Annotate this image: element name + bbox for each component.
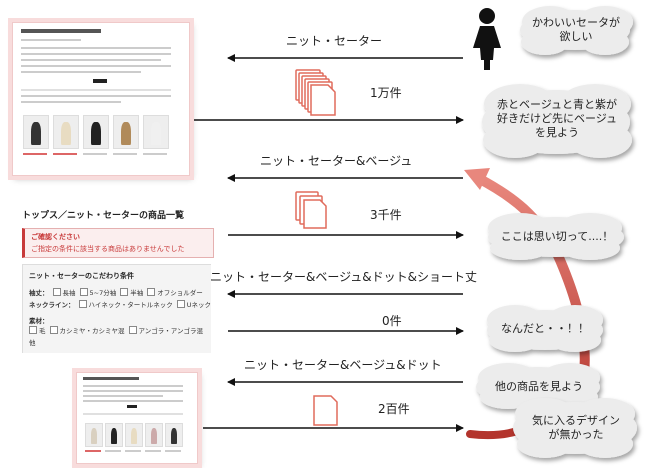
person-icon <box>473 8 501 70</box>
alert-message: ご指定の条件に該当する商品はありませんでした <box>31 245 185 253</box>
checkbox[interactable] <box>176 300 185 308</box>
search-results-screenshot-bottom <box>76 372 198 464</box>
count-label-4: 2百件 <box>378 402 410 416</box>
neck-label: ネックライン： <box>29 301 75 309</box>
thought-cloud-1 <box>520 6 633 55</box>
option-label: 長袖 <box>62 289 76 297</box>
neck-filter-row: ネックライン： ハイネック・タートルネック Uネック <box>29 299 211 309</box>
checkbox[interactable] <box>52 288 61 296</box>
material-filter-row-2: 他 <box>29 337 36 347</box>
option-label: ハイネック・タートルネック <box>88 301 173 309</box>
sleeve-filter-row: 袖丈： 長袖 5~7分袖 半袖 オフショルダー <box>29 287 203 297</box>
checkbox[interactable] <box>78 300 87 308</box>
option-label: 5~7分袖 <box>89 289 117 297</box>
query-label-2: ニット・セーター&ベージュ <box>260 154 413 168</box>
cloud-text-6: 気に入るデザインが無かった <box>532 414 620 441</box>
thought-cloud-4 <box>487 305 603 352</box>
search-results-screenshot-top <box>12 22 190 176</box>
checkbox[interactable] <box>49 326 58 334</box>
thought-cloud-3 <box>488 213 624 260</box>
cloud-text-1: かわいいセータが欲しい <box>532 16 620 43</box>
count-label-1: 1万件 <box>370 86 402 100</box>
thought-cloud-2 <box>482 84 632 158</box>
checkbox[interactable] <box>147 288 156 296</box>
material-label: 素材： <box>29 317 49 325</box>
query-label-4: ニット・セーター&ベージュ&ドット <box>244 358 442 372</box>
checkbox[interactable] <box>120 288 129 296</box>
checkbox[interactable] <box>79 288 88 296</box>
option-label: Uネック <box>186 301 212 309</box>
cloud-text-3: ここは思い切って....！ <box>500 230 614 243</box>
count-label-2: 3千件 <box>370 208 402 222</box>
count-label-3: 0件 <box>382 314 402 328</box>
alert-heading: ご確認ください <box>31 233 80 241</box>
cloud-text-2: 赤とベージュと青と紫が好きだけど先にベージュを見よう <box>496 98 617 139</box>
cloud-text-5: 他の商品を見よう <box>495 380 583 393</box>
thought-cloud-6 <box>513 398 637 458</box>
alert-box: ご確認ください ご指定の条件に該当する商品はありませんでした <box>22 228 214 258</box>
panel-title: トップス／ニット・セーターの商品一覧 <box>22 211 185 221</box>
query-label-1: ニット・セーター <box>286 34 383 48</box>
option-label: 他 <box>29 339 36 347</box>
sleeve-label: 袖丈： <box>29 289 49 297</box>
option-label: 毛 <box>39 327 46 335</box>
option-label: カシミヤ・カシミヤ混 <box>59 327 125 335</box>
query-label-3: ニット・セーター&ベージュ&ドット&ショート丈 <box>210 270 477 284</box>
no-results-panel: トップス／ニット・セーターの商品一覧 ご確認ください ご指定の条件に該当する商品… <box>20 200 214 353</box>
material-filter-label-row: 素材： <box>29 315 49 325</box>
filter-box: ニット・セーターのこだわり条件 袖丈： 長袖 5~7分袖 半袖 オフショルダー ネックラ… <box>22 264 211 353</box>
option-label: アンゴラ・アンゴラ混 <box>138 327 203 335</box>
checkbox[interactable] <box>29 326 37 334</box>
option-label: オフショルダー <box>157 289 203 297</box>
checkbox[interactable] <box>128 326 137 334</box>
document-icon <box>313 395 338 426</box>
document-stack-icon <box>295 191 327 229</box>
cloud-text-4: なんだと・・！！ <box>501 322 589 335</box>
filter-title: ニット・セーターのこだわり条件 <box>29 272 134 280</box>
option-label: 半袖 <box>130 289 144 297</box>
material-filter-row: 毛 カシミヤ・カシミヤ混 アンゴラ・アンゴラ混 <box>25 325 203 335</box>
document-stack-icon <box>295 69 336 116</box>
